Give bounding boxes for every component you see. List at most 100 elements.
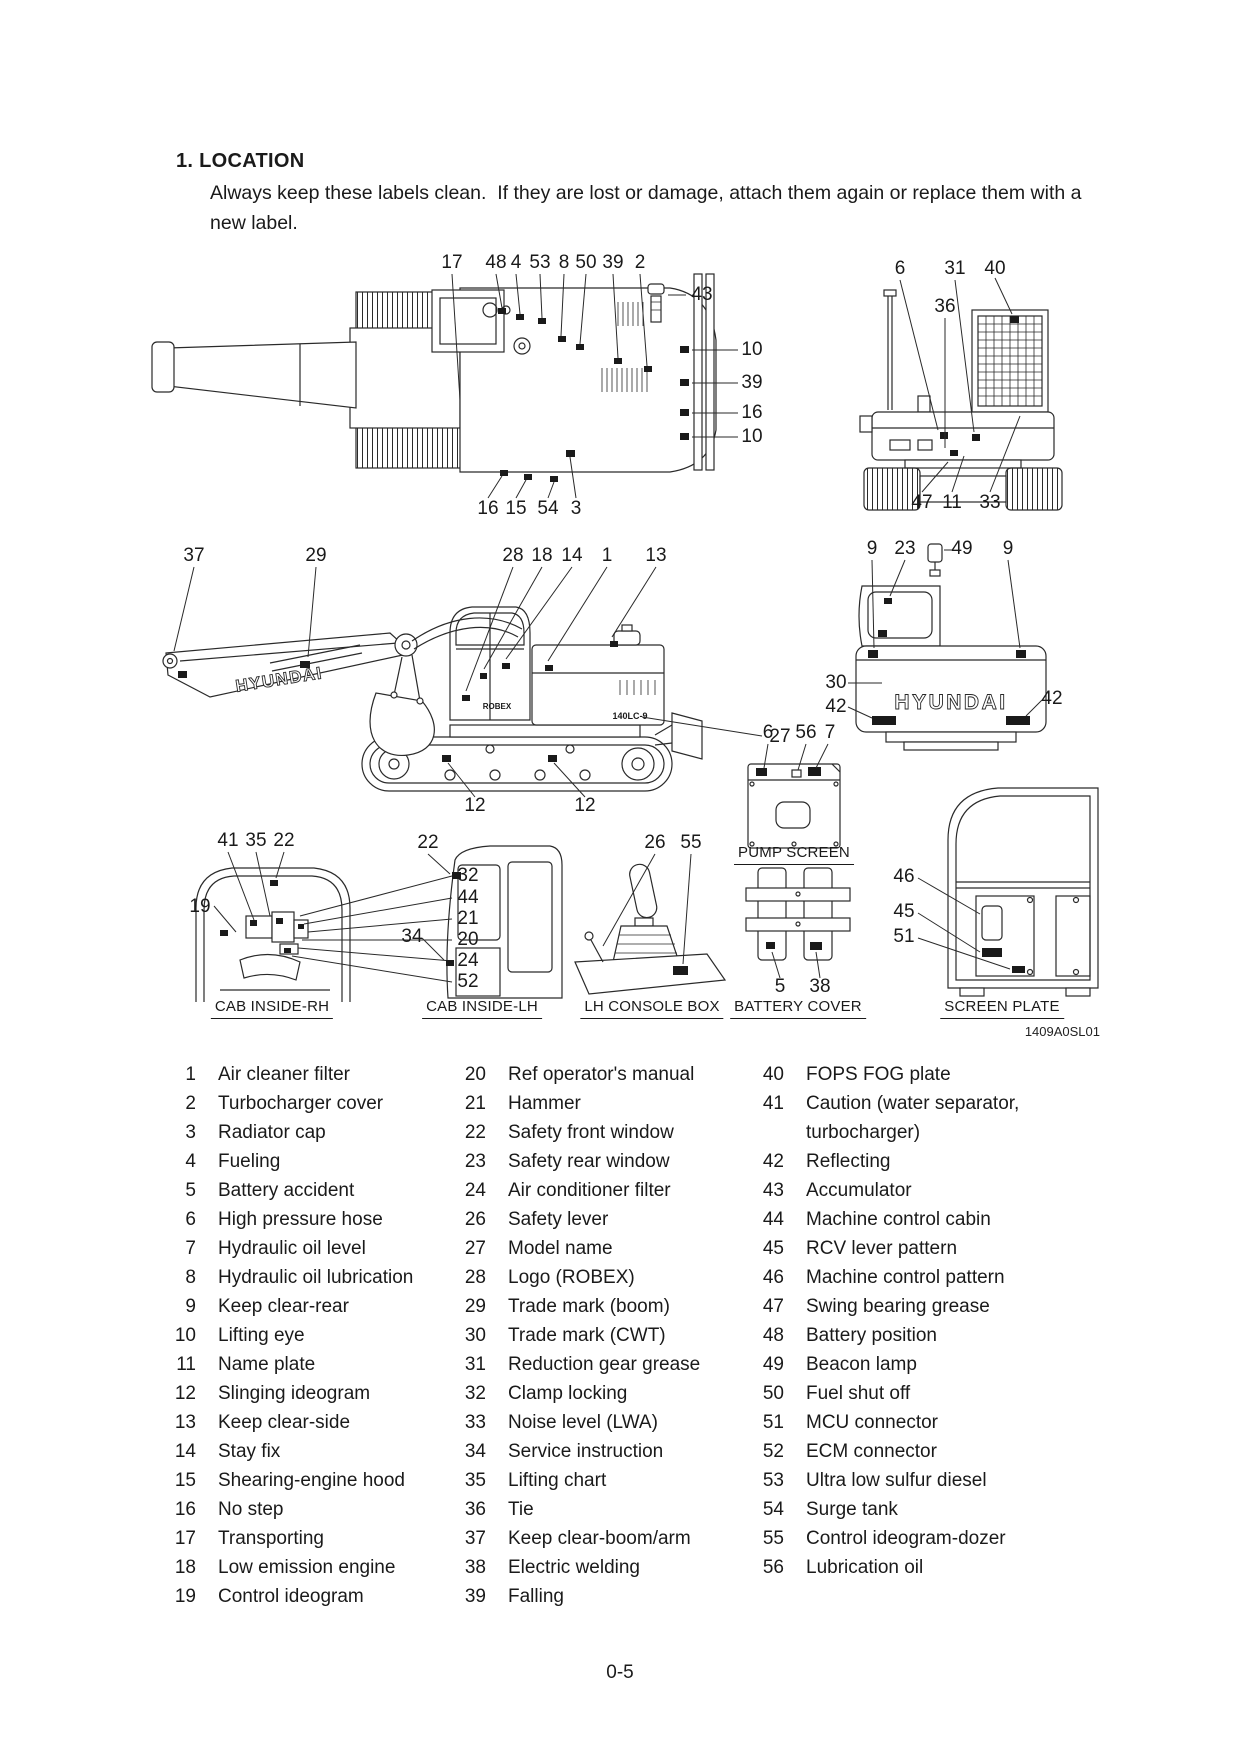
legend-item-text: Tie xyxy=(508,1499,534,1520)
legend-item-number: 11 xyxy=(176,1354,196,1375)
caption-lh-console-box: LH CONSOLE BOX xyxy=(580,998,724,1019)
legend-item-text: Hammer xyxy=(508,1093,581,1114)
callout-number: 45 xyxy=(893,901,914,922)
legend-item-number: 35 xyxy=(464,1470,486,1491)
legend-item-number: 4 xyxy=(185,1151,196,1172)
callout-number: 44 xyxy=(457,887,479,908)
figure-side-view: HYUNDAI ROBEX 140LC-9 37 29 28 18 14 1 1… xyxy=(162,545,791,816)
legend-item: 10 Lifting eye xyxy=(150,1321,438,1350)
legend-item-text: Ref operator's manual xyxy=(508,1064,695,1085)
legend-item-number: 37 xyxy=(464,1528,486,1549)
legend-item-text: Shearing-engine hood xyxy=(218,1470,405,1491)
legend-item-number: 33 xyxy=(464,1412,486,1433)
legend-item-number: 22 xyxy=(464,1122,486,1143)
intro-text: Always keep these labels clean. If they … xyxy=(210,182,1087,234)
legend-item-text: FOPS FOG plate xyxy=(806,1064,951,1085)
legend-item-number: 38 xyxy=(464,1557,486,1578)
caption-cab-inside-rh: CAB INSIDE-RH xyxy=(210,998,334,1019)
callout-number: 34 xyxy=(401,926,423,947)
legend-item-number: 45 xyxy=(762,1238,784,1259)
legend-item: 26 Safety lever xyxy=(440,1205,748,1234)
callout-number: 6 xyxy=(763,722,774,743)
legend-item-number: 30 xyxy=(464,1325,486,1346)
brand-cwt-text: HYUNDAI xyxy=(894,691,1007,714)
callout-number: 43 xyxy=(691,284,712,305)
legend-item-number: 16 xyxy=(174,1499,196,1520)
callout-number: 36 xyxy=(934,296,955,317)
callout-number: 30 xyxy=(825,672,846,693)
legend-item-number: 43 xyxy=(762,1180,784,1201)
legend-item-text: Slinging ideogram xyxy=(218,1383,371,1404)
callout-number: 39 xyxy=(602,252,623,273)
model-name-text: 140LC-9 xyxy=(612,711,647,721)
legend-item-number: 10 xyxy=(174,1325,196,1346)
legend-item-text: Lifting eye xyxy=(218,1325,305,1346)
callout-number: 39 xyxy=(741,372,762,393)
legend-item-text: Falling xyxy=(508,1586,564,1607)
legend-item-text: Turbocharger cover xyxy=(218,1093,384,1114)
legend-item: 23 Safety rear window xyxy=(440,1147,748,1176)
figure-cab-inside-rh: 41 35 22 19 32 44 21 20 24 52 xyxy=(189,830,479,1002)
legend-item-text: Air cleaner filter xyxy=(218,1064,350,1085)
callout-number: 3 xyxy=(571,498,582,519)
legend-item-number: 26 xyxy=(464,1209,486,1230)
callout-number: 35 xyxy=(245,830,266,851)
callout-number: 28 xyxy=(502,545,523,566)
legend-item-text: Safety rear window xyxy=(508,1151,670,1172)
legend-item-number: 23 xyxy=(464,1151,486,1172)
legend-item: 37 Keep clear-boom/arm xyxy=(440,1524,748,1553)
legend-item-number: 20 xyxy=(464,1064,486,1085)
callout-number: 47 xyxy=(911,492,932,513)
page-title: 1. LOCATION xyxy=(176,150,305,172)
legend-item-text: Keep clear-boom/arm xyxy=(508,1528,691,1549)
callout-number: 46 xyxy=(893,866,914,887)
callout-number: 42 xyxy=(1041,688,1062,709)
legend-item-text: Caution (water separator, turbocharger) xyxy=(806,1093,1020,1143)
legend-item-text: Reflecting xyxy=(806,1151,891,1172)
legend-item-text: Machine control cabin xyxy=(806,1209,991,1230)
callout-number: 18 xyxy=(531,545,552,566)
legend-item-text: Safety lever xyxy=(508,1209,609,1230)
legend-item-text: Model name xyxy=(508,1238,613,1259)
legend-item-text: Battery position xyxy=(806,1325,937,1346)
legend-item-text: Electric welding xyxy=(508,1557,640,1578)
legend-item-text: Hydraulic oil level xyxy=(218,1238,366,1259)
callout-number: 32 xyxy=(457,865,478,886)
legend-item-text: Reduction gear grease xyxy=(508,1354,701,1375)
legend-item-number: 54 xyxy=(762,1499,784,1520)
callout-number: 22 xyxy=(273,830,294,851)
legend-item-text: Clamp locking xyxy=(508,1383,628,1404)
legend-item: 38 Electric welding xyxy=(440,1553,748,1582)
figure-cab-inside-lh: 22 34 xyxy=(401,832,563,999)
callout-number: 56 xyxy=(795,722,816,743)
legend-item-number: 17 xyxy=(174,1528,196,1549)
legend-item-number: 13 xyxy=(174,1412,196,1433)
callout-number: 16 xyxy=(741,402,762,423)
legend-item-number: 48 xyxy=(762,1325,784,1346)
legend-item-text: ECM connector xyxy=(806,1441,937,1462)
legend-item-text: MCU connector xyxy=(806,1412,938,1433)
legend-item-text: Swing bearing grease xyxy=(806,1296,990,1317)
legend-item-text: Keep clear-rear xyxy=(218,1296,349,1317)
